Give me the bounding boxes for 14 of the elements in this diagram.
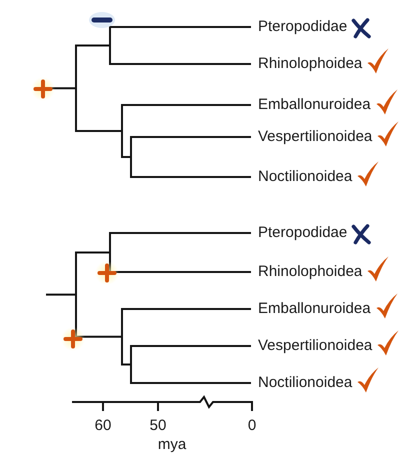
taxon-label: Pteropodidae: [258, 18, 348, 36]
taxon-label: Vespertilionoidea: [258, 337, 372, 355]
taxon-label: Vespertilionoidea: [258, 128, 372, 146]
taxon-label: Emballonuroidea: [258, 300, 371, 318]
taxon-label: Pteropodidae: [258, 224, 348, 242]
taxon-label: Noctilionoidea: [258, 374, 352, 392]
tick-label: 0: [248, 417, 256, 435]
axis-title: mya: [158, 436, 186, 454]
taxon-label: Rhinolophoidea: [258, 55, 362, 73]
tick-label: 60: [94, 417, 112, 435]
tick-label: 50: [150, 417, 166, 435]
taxon-label: Emballonuroidea: [258, 96, 371, 114]
taxon-label: Noctilionoidea: [258, 168, 352, 186]
taxon-label: Rhinolophoidea: [258, 263, 362, 281]
